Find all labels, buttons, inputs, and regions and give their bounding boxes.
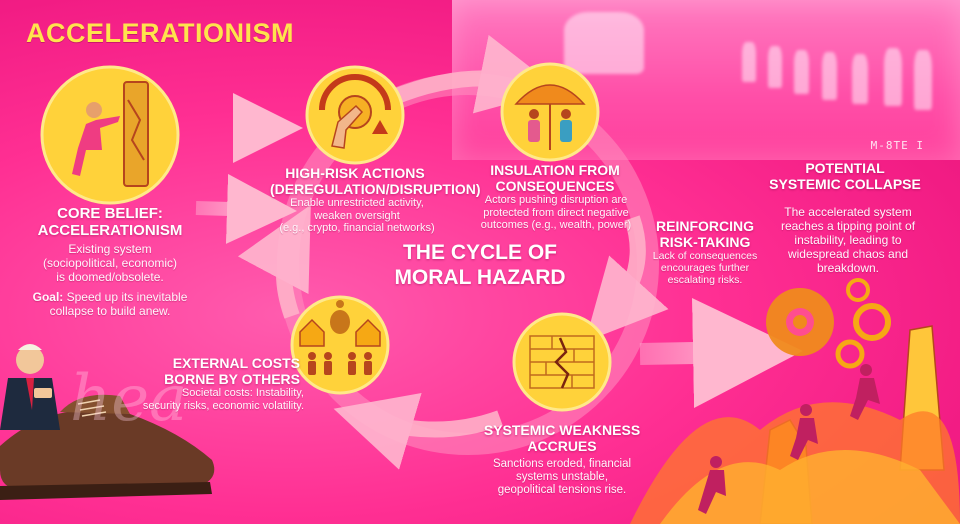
- weakness-heading: SYSTEMIC WEAKNESS ACCRUES: [483, 422, 641, 454]
- core-belief-body: Existing system (sociopolitical, economi…: [42, 242, 178, 284]
- high-risk-heading: HIGH-RISK ACTIONS (DEREGULATION/DISRUPTI…: [270, 165, 481, 197]
- soldier-silhouette: [742, 42, 756, 82]
- cycle-arrow-left: [237, 204, 311, 319]
- person-figure: [0, 344, 60, 430]
- weakness-icon: [512, 312, 612, 412]
- soldier-silhouette: [884, 48, 902, 106]
- insulation-icon: [500, 62, 600, 162]
- cycle-center-title: THE CYCLE OF MORAL HAZARD: [394, 241, 566, 289]
- soldier-silhouette: [768, 46, 782, 88]
- page-title: ACCELERATIONISM: [26, 18, 294, 48]
- soldier-silhouette: [914, 50, 932, 110]
- cycle-arrow-right: [585, 215, 669, 342]
- external-costs-icon: [290, 295, 390, 395]
- vehicle-silhouette: [564, 12, 644, 74]
- reinforcing-body: Lack of consequences encourages further …: [652, 250, 758, 286]
- photo-stamp: M-8TE I: [870, 139, 924, 152]
- cycle-arrow-bottom: [333, 392, 503, 470]
- insulation-body: Actors pushing disruption are protected …: [480, 194, 632, 231]
- external-costs-heading: EXTERNAL COSTS BORNE BY OTHERS: [164, 355, 300, 387]
- reinforcing-heading: REINFORCING RISK-TAKING: [656, 218, 754, 250]
- collapse-heading: POTENTIAL SYSTEMIC COLLAPSE: [769, 160, 921, 192]
- insulation-heading: INSULATION FROM CONSEQUENCES: [490, 162, 620, 194]
- high-risk-icon: [305, 65, 405, 165]
- external-costs-body: Societal costs: Instability, security ri…: [142, 387, 304, 412]
- collapse-arrow: [639, 298, 803, 409]
- collapse-illustration-icon: [630, 278, 960, 524]
- core-belief-goal: Goal: Speed up its inevitable collapse t…: [32, 290, 188, 318]
- soldier-silhouette: [794, 50, 809, 94]
- core-belief-heading: CORE BELIEF: ACCELERATIONISM: [37, 205, 183, 239]
- weakness-body: Sanctions eroded, financial systems unst…: [492, 458, 632, 496]
- cycle-arrow-top: [388, 34, 560, 114]
- soldier-silhouette: [852, 54, 868, 104]
- core-arrow-lower: [195, 173, 297, 244]
- core-belief-icon: [40, 65, 180, 205]
- soldier-silhouette: [822, 52, 837, 100]
- background-handwriting: hea: [70, 362, 187, 436]
- high-risk-body: Enable unrestricted activity, weaken ove…: [279, 197, 435, 234]
- collapse-body: The accelerated system reaches a tipping…: [780, 205, 916, 275]
